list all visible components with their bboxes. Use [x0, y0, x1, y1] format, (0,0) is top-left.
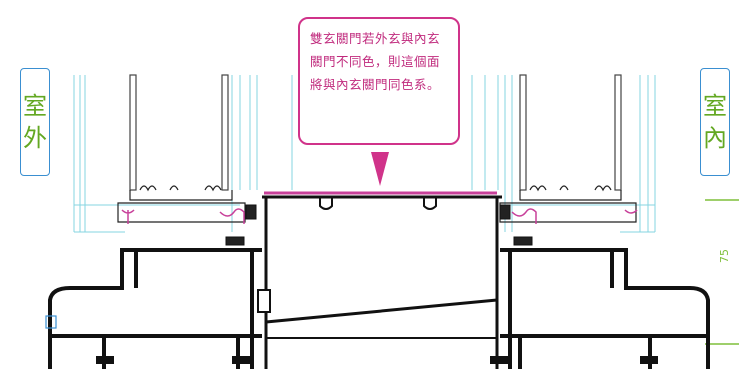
edge-marker: [45, 315, 57, 329]
right-sill-body: [500, 248, 710, 369]
center-clips: [319, 198, 437, 210]
construction-guides: [73, 75, 656, 233]
left-sill-body: [48, 248, 262, 369]
callout-box: 雙玄關門若外玄與內玄關門不同色，則這個面將與內玄關門同色系。: [298, 17, 460, 145]
indoor-label: 室 內: [700, 68, 730, 176]
weather-seals: [121, 208, 638, 224]
outdoor-label-char-2: 外: [23, 124, 47, 152]
outdoor-label-char-1: 室: [23, 92, 47, 120]
fasteners: [225, 204, 533, 246]
callout-arrow: [371, 152, 389, 186]
dimension-value: 75: [718, 249, 731, 263]
center-sill: [262, 195, 502, 369]
indoor-label-char-2: 內: [703, 124, 727, 152]
left-sill-tab: [257, 289, 271, 313]
callout-text: 雙玄關門若外玄與內玄關門不同色，則這個面將與內玄關門同色系。: [310, 31, 441, 92]
door-leaf-frames: [129, 74, 622, 191]
sill-feet: [96, 356, 658, 364]
left-door-rail: [117, 185, 246, 223]
dimension-guides: [705, 199, 739, 345]
outdoor-label: 室 外: [20, 68, 50, 176]
indoor-label-char-1: 室: [703, 92, 727, 120]
